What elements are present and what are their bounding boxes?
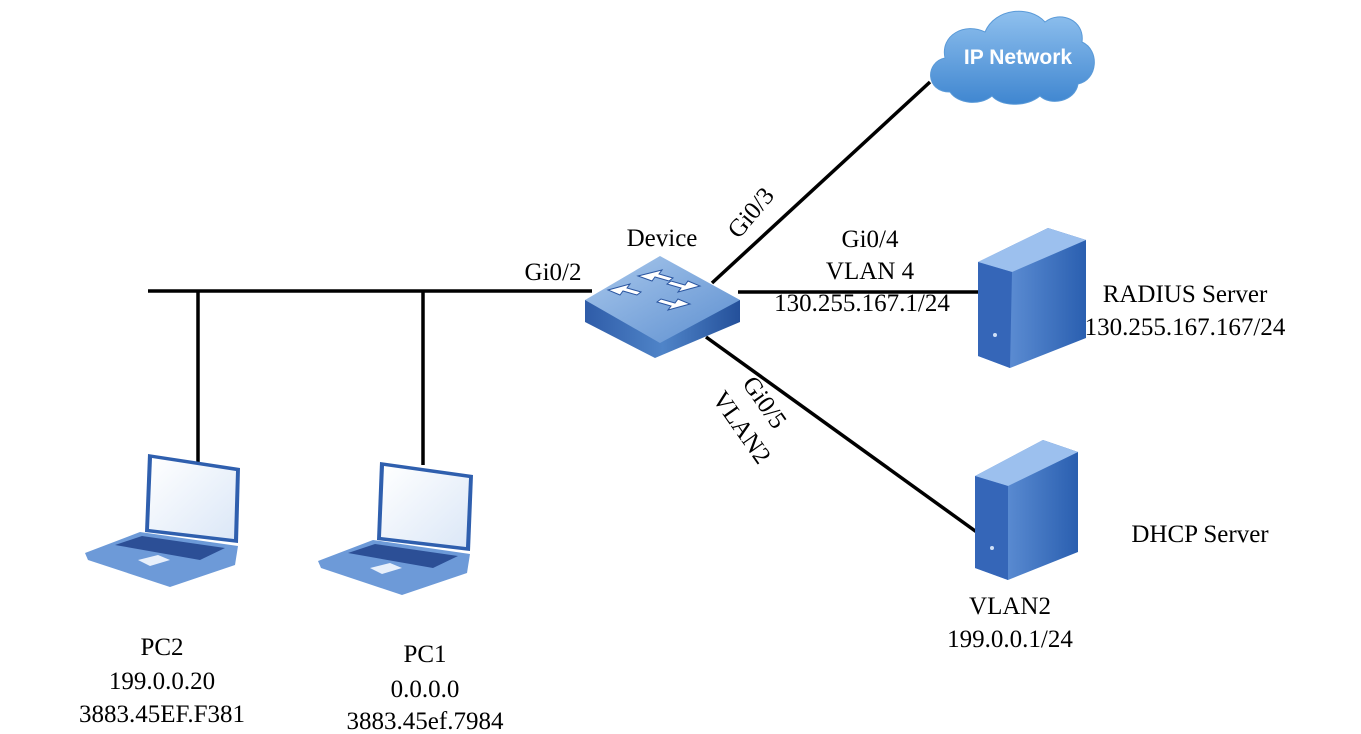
cloud-label: IP Network [964,46,1072,69]
pc1[interactable]: PC1 0.0.0.0 3883.45ef.7984 [318,462,504,734]
link-gi05-dhcp [704,335,980,535]
ip-network-cloud: IP Network [930,10,1095,105]
laptop-icon [85,454,240,587]
dhcp-name: DHCP Server [1131,521,1269,548]
port-gi02-label: Gi0/2 [525,259,582,286]
cloud-icon [930,10,1095,105]
dhcp-server[interactable]: DHCP Server VLAN2 199.0.0.1/24 [947,440,1269,653]
radius-ip: 130.255.167.167/24 [1085,314,1286,341]
pc1-ip: 0.0.0.0 [391,676,460,703]
device-label: Device [627,225,698,252]
pc1-name: PC1 [403,641,446,668]
links [148,80,982,535]
device-switch[interactable]: Device [585,225,740,358]
radius-name: RADIUS Server [1103,281,1268,308]
laptop-icon [318,462,473,595]
link-gi03-cloud [710,80,932,285]
port-gi04-vlan: VLAN 4 [826,258,915,285]
pc2-name: PC2 [140,634,183,661]
switch-arrows-icon [606,269,702,311]
port-gi04-label: Gi0/4 [842,226,899,253]
port-gi04-ip: 130.255.167.1/24 [774,290,950,317]
pc1-mac: 3883.45ef.7984 [347,708,504,734]
pc2[interactable]: PC2 199.0.0.20 3883.45EF.F381 [79,454,245,728]
dhcp-ip: 199.0.0.1/24 [947,626,1073,653]
pc2-ip: 199.0.0.20 [109,668,215,695]
port-gi03-label: Gi0/3 [723,183,780,244]
pc2-mac: 3883.45EF.F381 [79,701,245,728]
radius-server[interactable]: RADIUS Server 130.255.167.167/24 [978,228,1286,368]
dhcp-vlan: VLAN2 [969,593,1051,620]
